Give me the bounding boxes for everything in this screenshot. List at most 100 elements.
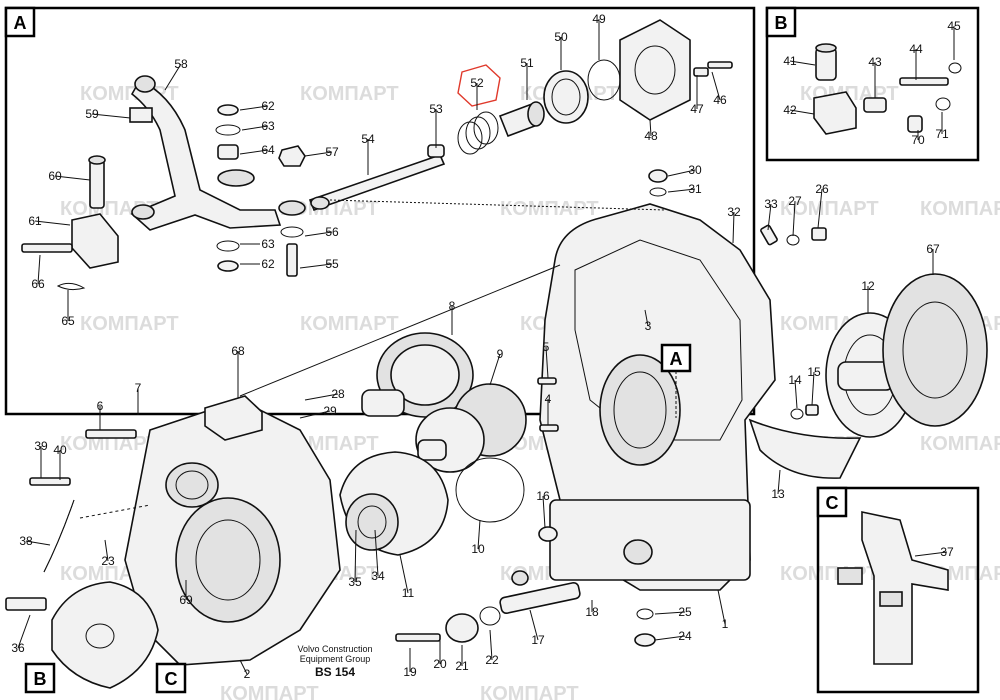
part-label-48: 48 [644,129,658,143]
leader-line-38 [25,540,51,546]
part-label-37: 37 [940,545,954,559]
detail-tag-a [4,6,36,38]
leader-line-57 [304,151,333,157]
part-label-39: 39 [34,439,48,453]
leader-line-5 [545,346,549,379]
leader-line-9 [489,353,501,386]
watermark-23: КОМПАРТ [780,563,879,585]
part-label-21: 21 [455,659,469,673]
part-label-57: 57 [325,145,339,159]
part-label-43: 43 [868,55,882,69]
leader-line-36 [17,614,31,649]
leader-line-15 [811,371,815,406]
watermark-19: КОМПАРТ [920,433,1000,455]
part-label-38: 38 [19,534,33,548]
leader-line-42 [789,109,815,115]
part-label-29: 29 [323,404,337,418]
leader-line-61 [34,220,71,226]
part-label-23: 23 [101,554,115,568]
part-label-55: 55 [325,257,339,271]
watermark-8: КОМПАРТ [780,198,879,220]
part-label-50: 50 [554,30,568,44]
leader-line-14 [794,379,798,409]
part-label-4: 4 [545,392,552,406]
part-label-11: 11 [402,586,415,600]
frame-a-parts [21,19,733,291]
part-label-63: 63 [261,119,275,133]
leader-line-37 [914,551,948,557]
part-label-47: 47 [690,102,704,116]
part-label-60: 60 [48,169,62,183]
part-label-20: 20 [433,657,447,671]
leader-line-58 [164,63,182,91]
reference-code: BS 154 [315,665,355,679]
leader-line-33 [767,203,772,231]
part-label-42: 42 [783,103,797,117]
part-label-9: 9 [497,347,504,361]
watermark-9: КОМПАРТ [920,198,1000,220]
frame-b-parts [813,43,962,135]
part-label-52: 52 [470,76,484,90]
detail-frame-c [816,486,980,694]
leader-line-26 [817,188,823,229]
part-label-24: 24 [678,629,692,643]
leader-line-41 [789,60,816,66]
leader-line-63 [241,125,269,131]
leader-line-17 [529,609,539,641]
leader-line-60 [54,175,91,181]
part-label-22: 22 [485,653,499,667]
leader-line-35 [354,529,357,583]
watermark-25: КОМПАРТ [220,683,319,700]
highlight-frame-52 [457,64,501,107]
watermark-26: КОМПАРТ [480,683,579,700]
bottom-tag-b-letter: B [34,669,47,689]
part-label-40: 40 [53,443,67,457]
part-label-34: 34 [371,569,385,583]
leader-line-31 [667,188,696,193]
leader-line-48 [649,119,652,137]
watermark-2: КОМПАРТ [300,83,399,105]
caption-line-1: Volvo Construction [297,644,372,654]
part-label-45: 45 [947,19,961,33]
detail-tag-b-letter: B [775,13,788,33]
part-label-10: 10 [471,542,485,556]
leader-line-16 [542,495,546,529]
part-label-5: 5 [543,340,550,354]
bottom-tag-c [155,662,187,694]
part-label-6: 6 [97,399,104,413]
part-label-8: 8 [449,299,456,313]
part-label-59: 59 [85,107,99,121]
part-label-28: 28 [331,387,345,401]
part-label-35: 35 [348,575,362,589]
detail-tag-c [816,486,848,518]
part-label-19: 19 [403,665,417,679]
watermark-10: КОМПАРТ [80,313,179,335]
leader-line-56 [304,231,333,237]
leader-line-62 [239,105,269,111]
leader-line-34 [374,529,379,577]
leader-line-64 [239,149,269,155]
part-label-12: 12 [861,279,875,293]
leader-line-55 [299,263,333,269]
leader-line-25 [654,611,686,615]
detail-tag-a-letter: A [14,13,27,33]
leader-line-10 [477,519,481,550]
part-label-7: 7 [135,381,142,395]
bottom-tag-c-letter: C [165,669,178,689]
watermark-7: КОМПАРТ [500,198,599,220]
part-label-32: 32 [727,205,741,219]
part-label-46: 46 [713,93,727,107]
part-label-16: 16 [536,489,550,503]
bottom-tag-b [24,662,56,694]
leader-line-11 [399,554,409,594]
part-label-36: 36 [11,641,25,655]
assembly-guide-lines [79,199,666,519]
part-label-15: 15 [807,365,821,379]
part-label-63-b: 63 [261,237,275,251]
detail-tag-b [765,6,797,38]
leader-line-27 [792,200,796,237]
leader-line-29 [299,410,331,419]
leader-line-1 [717,589,726,625]
frame-c-parts [837,511,949,665]
